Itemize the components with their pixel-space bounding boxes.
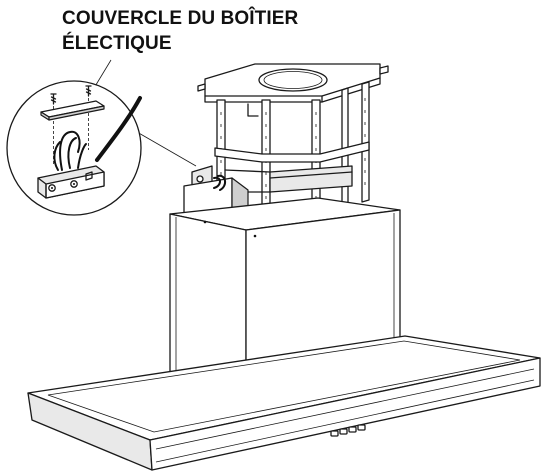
detail-circle bbox=[6, 80, 142, 216]
frame-duct-opening bbox=[258, 68, 328, 92]
screw-icon bbox=[85, 85, 92, 97]
control-panel bbox=[330, 424, 366, 437]
hood-canopy bbox=[27, 335, 541, 471]
detail-magnifier bbox=[6, 80, 142, 216]
support-frame bbox=[197, 63, 389, 209]
callout-label: COUVERCLE DU BOÎTIER ÉLECTIQUE bbox=[62, 6, 298, 56]
screw-icon bbox=[50, 93, 57, 105]
callout-label-line-1: COUVERCLE DU BOÎTIER bbox=[62, 8, 299, 29]
control-button bbox=[348, 426, 357, 433]
power-cable bbox=[95, 96, 142, 162]
wire bbox=[59, 130, 81, 171]
callout-leader-box bbox=[136, 131, 197, 167]
control-button bbox=[330, 430, 339, 437]
frame-middle-ring bbox=[214, 141, 370, 163]
control-button bbox=[339, 428, 348, 435]
control-button bbox=[357, 424, 366, 431]
frame-upright-back-right bbox=[361, 81, 370, 203]
callout-label-line-2: ÉLECTIQUE bbox=[62, 33, 172, 54]
frame-front-band bbox=[269, 165, 353, 193]
